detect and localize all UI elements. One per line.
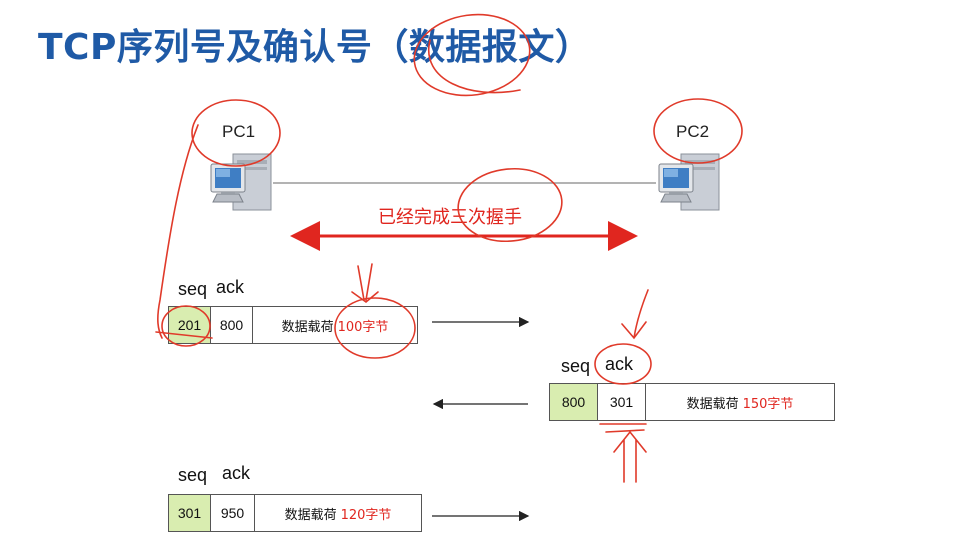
seq-header: seq [178,279,208,299]
payload-label: 数据载荷 [281,319,334,335]
ack-number: 800 [211,307,253,343]
payload-size: 100字节 [337,319,389,335]
payload-label: 数据载荷 [284,507,337,523]
payload-size: 120字节 [340,507,392,523]
desktop-computer-icon [207,152,273,214]
seq-header: seq [178,465,208,485]
seq-number: 800 [550,384,598,420]
ack-number: 950 [211,495,255,531]
payload-size: 150字节 [742,396,794,412]
payload-label: 数据载荷 [686,396,739,412]
ack-header: ack [222,463,251,483]
slide-title: TCP序列号及确认号（数据报文） [38,27,592,68]
ack-number: 301 [598,384,646,420]
pc1-label: PC1 [222,122,256,141]
seq-number: 301 [169,495,211,531]
ack-header: ack [605,354,634,374]
handshake-label: 已经完成三次握手 [378,207,522,228]
pc2-label: PC2 [676,122,710,141]
seq-number: 201 [169,307,211,343]
seq-header: seq [561,356,591,376]
ack-header: ack [216,277,245,297]
desktop-computer-icon [655,152,721,214]
